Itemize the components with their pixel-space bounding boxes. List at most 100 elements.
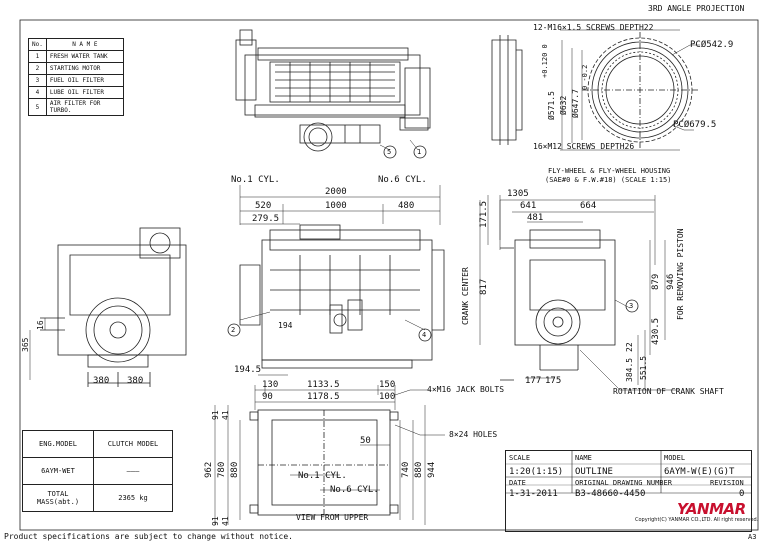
part-name: LUBE OIL FILTER xyxy=(45,86,124,99)
parts-head-no: No. xyxy=(28,38,47,51)
left-dim-w1: 380 xyxy=(93,376,110,386)
spec-table: ENG.MODEL CLUTCH MODEL 6AYM-WET ——— TOTA… xyxy=(22,430,173,512)
sheet-size: A3 xyxy=(748,533,757,541)
right-piston-label: FOR REMOVING PISTON xyxy=(676,228,685,320)
base-dim-100: 100 xyxy=(379,392,396,402)
part-no: 3 xyxy=(28,74,47,87)
front-dim-a: 520 xyxy=(255,201,272,211)
spec-eng-model-header: ENG.MODEL xyxy=(22,430,94,458)
spec-eng-model: 6AYM-WET xyxy=(22,457,94,485)
flywheel-pcd-2: PCØ679.5 xyxy=(673,120,717,130)
tb-drawing-header: ORIGINAL DRAWING NUMBER xyxy=(575,479,672,487)
base-dim-90: 90 xyxy=(262,392,273,402)
part-name: FRESH WATER TANK xyxy=(45,50,124,63)
spec-clutch-header: CLUTCH MODEL xyxy=(93,430,173,458)
copyright-text: Copyright(C) YANMAR CO.,LTD. All right r… xyxy=(635,517,759,523)
base-plan-view xyxy=(249,409,399,516)
flywheel-pcd-1: PCØ542.9 xyxy=(690,40,734,50)
tb-scale: 1:20(1:15) xyxy=(509,467,564,477)
front-dim-c: 480 xyxy=(398,201,415,211)
base-dim-962: 962 xyxy=(204,461,214,478)
front-cyl-6: No.6 CYL. xyxy=(378,175,427,185)
base-dim-880: 880 xyxy=(230,461,240,478)
flywheel-d2: Ø632 xyxy=(559,95,568,115)
spec-clutch: ——— xyxy=(93,457,173,485)
tb-name-header: NAME xyxy=(575,454,592,462)
right-dim-4305: 430.5 xyxy=(651,317,661,345)
title-block-grid xyxy=(506,451,751,494)
part-no: 5 xyxy=(28,98,47,116)
balloon-2: 2 xyxy=(231,326,236,334)
right-rotation-label: ROTATION OF CRANK SHAFT xyxy=(613,387,724,396)
base-jack-bolts: 4×M16 JACK BOLTS xyxy=(427,385,505,394)
right-dim-1715: 171.5 xyxy=(479,200,489,228)
part-no: 2 xyxy=(28,62,47,75)
right-dim-817: 817 xyxy=(479,278,489,295)
base-dim-1178: 1178.5 xyxy=(307,392,340,402)
front-dim-b: 1000 xyxy=(325,201,347,211)
base-dim-880b: 880 xyxy=(414,461,424,478)
engine-right-view xyxy=(500,229,616,381)
balloon-1: 1 xyxy=(417,148,422,156)
base-cyl-1: No.1 CYL. xyxy=(298,471,347,481)
tb-revision: 0 xyxy=(739,489,745,499)
flywheel-caption-2: (SAE#0 & F.W.#18) (SCALE 1:15) xyxy=(545,176,672,184)
right-dim-946: 946 xyxy=(666,273,676,290)
flywheel-caption-1: FLY-WHEEL & FLY-WHEEL HOUSING xyxy=(548,167,671,175)
flywheel-screws-top: 12-M16×1.5 SCREWS DEPTH22 xyxy=(533,23,654,32)
right-dim-177: 177 xyxy=(525,376,542,386)
base-dim-41b: 41 xyxy=(221,516,230,526)
base-cyl-6: No.6 CYL. xyxy=(330,485,379,495)
tb-revision-header: REVISION xyxy=(710,479,744,487)
right-dim-22: 22 xyxy=(625,342,634,352)
base-dim-91a: 91 xyxy=(211,410,220,420)
base-dim-944: 944 xyxy=(427,461,437,478)
flywheel-screws-bottom: 16×M12 SCREWS DEPTH26 xyxy=(533,142,635,151)
part-no: 1 xyxy=(28,50,47,63)
front-dim-f: 194.5 xyxy=(234,365,262,375)
right-dim-879: 879 xyxy=(651,273,661,290)
projection-label: 3RD ANGLE PROJECTION xyxy=(648,4,745,13)
engine-front-view xyxy=(239,224,445,369)
tb-model-header: MODEL xyxy=(664,454,686,462)
base-dim-130: 130 xyxy=(262,380,279,390)
base-dim-150: 150 xyxy=(379,380,396,390)
flywheel-d3-tol: 0 -0.2 xyxy=(581,64,589,90)
base-dim-1133: 1133.5 xyxy=(307,380,340,390)
right-dim-3845: 384.5 xyxy=(625,357,634,382)
tb-drawing-number: B3-48660-4450 xyxy=(575,489,646,499)
balloon-3: 3 xyxy=(629,302,634,310)
part-no: 4 xyxy=(28,86,47,99)
flywheel-side-view xyxy=(491,35,523,145)
flywheel-d1: Ø571.5 xyxy=(547,91,556,120)
spec-mass-value: 2365 kg xyxy=(93,484,173,512)
tb-name: OUTLINE xyxy=(575,467,613,477)
base-dim-740: 740 xyxy=(401,461,411,478)
front-dim-d: 279.5 xyxy=(252,214,280,224)
left-dim-height: 365 xyxy=(21,337,30,352)
tb-model: 6AYM-W(E)(G)T xyxy=(664,467,735,477)
left-dim-w2: 380 xyxy=(127,376,144,386)
tb-scale-header: SCALE xyxy=(509,454,531,462)
right-dim-1305: 1305 xyxy=(507,189,529,199)
title-block: SCALE NAME MODEL 1:20(1:15) OUTLINE 6AYM… xyxy=(505,450,752,532)
base-dim-91b: 91 xyxy=(211,516,220,526)
engine-top-view xyxy=(235,29,431,152)
part-name: FUEL OIL FILTER xyxy=(45,74,124,87)
base-dim-780: 780 xyxy=(217,461,227,478)
flywheel-d3: Ø647.7 xyxy=(571,89,580,118)
right-dim-175: 175 xyxy=(545,376,562,386)
engine-left-view xyxy=(40,227,187,387)
right-dim-641: 641 xyxy=(520,201,537,211)
part-name: STARTING MOTOR xyxy=(45,62,124,75)
yanmar-logo: YANMAR xyxy=(677,500,746,518)
tb-date-header: DATE xyxy=(509,479,526,487)
footer-note: Product specifications are subject to ch… xyxy=(4,532,293,541)
right-crank-center: CRANK CENTER xyxy=(461,267,470,325)
balloon-5: 5 xyxy=(387,148,392,156)
balloon-4: 4 xyxy=(422,331,427,339)
balloons xyxy=(227,145,639,342)
parts-head-name: N A M E xyxy=(45,38,124,51)
